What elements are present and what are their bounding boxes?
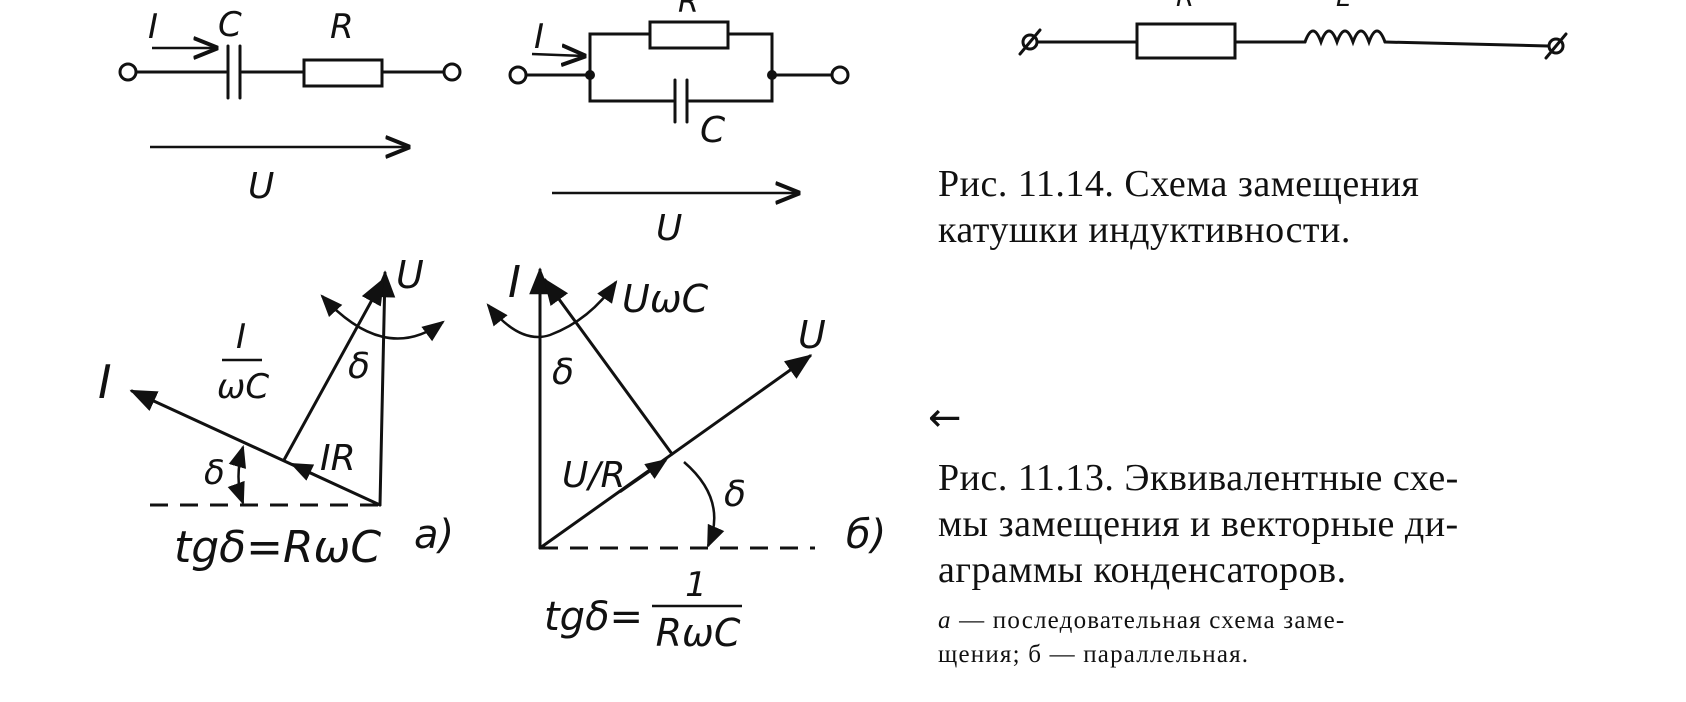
caption-note-line1: а — последовательная схема заме-: [938, 606, 1345, 636]
label-ir: IR: [320, 438, 356, 479]
wire: [687, 73, 774, 103]
inductor: [1303, 29, 1387, 47]
label-delta-right: δ: [724, 474, 746, 515]
note-line1-text: — последовательная схема заме-: [951, 607, 1346, 634]
label-subfigure-b: б): [846, 512, 886, 558]
label-resistor: R: [1176, 0, 1194, 13]
label-voltage: U: [656, 208, 682, 249]
caption-fig-11-14-line1: Рис. 11.14. Схема замещения: [938, 163, 1420, 205]
label-u-over-r: U/R: [562, 455, 626, 496]
label-i: I: [508, 257, 521, 308]
angle-arc-right: [683, 461, 725, 549]
label-subfigure-a: а): [414, 512, 454, 558]
caption-fig-11-13-line2: мы замещения и векторные ди-: [938, 503, 1459, 545]
caption-fig-11-13-line3: аграммы конденсаторов.: [938, 549, 1347, 591]
label-resistor: R: [678, 0, 699, 20]
label-inductor: L: [1336, 0, 1351, 13]
parallel-circuit: I R C U: [508, 0, 850, 249]
vector-voltage: [538, 354, 813, 550]
label-fraction-numerator: I: [236, 317, 246, 357]
terminal-mark: [1544, 32, 1568, 60]
label-capacitor: C: [700, 110, 726, 151]
left-arrow-pointer: ←: [928, 395, 962, 441]
vector-diagram-b: I UωC U U/R δ δ tgδ= 1 RωC б): [486, 257, 886, 655]
resistor: [1135, 22, 1237, 60]
terminal-right: [830, 65, 850, 85]
label-resistor: R: [330, 7, 354, 47]
current-arrow: [531, 54, 584, 56]
angle-arc-bottom: [227, 444, 247, 506]
vector-resistive-current: [619, 458, 668, 494]
label-delta-top: δ: [348, 346, 370, 387]
formula-tan-delta: tgδ=: [544, 594, 643, 640]
label-delta-bottom: δ: [204, 453, 225, 493]
label-u-omega-c: UωC: [622, 277, 709, 321]
terminal-right: [1547, 37, 1565, 55]
vector-ir-drop: [289, 462, 344, 490]
label-i: I: [98, 355, 112, 409]
label-u: U: [396, 253, 424, 297]
angle-arc-top: [320, 294, 445, 342]
vector-voltage: [373, 270, 396, 507]
label-fraction-denominator: ωC: [217, 367, 269, 407]
label-current: I: [534, 17, 544, 57]
label-capacitor: C: [218, 5, 242, 45]
series-circuit: I C R U: [118, 5, 462, 207]
terminal-mark: [1018, 28, 1042, 56]
caption-fig-11-14-line2: катушки индуктивности.: [938, 209, 1351, 251]
label-voltage: U: [248, 166, 274, 207]
wire: [726, 32, 774, 77]
coil-circuit: R L: [1018, 0, 1568, 60]
label-u: U: [798, 313, 826, 357]
wire: [1383, 40, 1550, 48]
terminal-left: [508, 65, 528, 85]
caption-note-line2: щения; б — параллельная.: [938, 641, 1250, 668]
resistor: [648, 20, 730, 50]
label-current: I: [148, 7, 158, 47]
wire: [588, 32, 652, 77]
label-delta-top: δ: [552, 352, 574, 393]
angle-arc-top: [486, 280, 618, 339]
note-letter-a: а: [938, 607, 952, 634]
wire: [588, 73, 675, 103]
terminal-right: [442, 62, 462, 82]
formula-tan-delta: tgδ=RωC: [174, 522, 381, 573]
terminal-left: [118, 62, 138, 82]
formula-numerator: 1: [685, 565, 707, 605]
formula-denominator: RωC: [656, 611, 741, 655]
vector-diagram-a: I U I ωC IR δ δ tgδ=RωC а): [98, 253, 454, 573]
caption-fig-11-13-line1: Рис. 11.13. Эквивалентные схе-: [938, 457, 1459, 499]
resistor: [302, 58, 384, 88]
